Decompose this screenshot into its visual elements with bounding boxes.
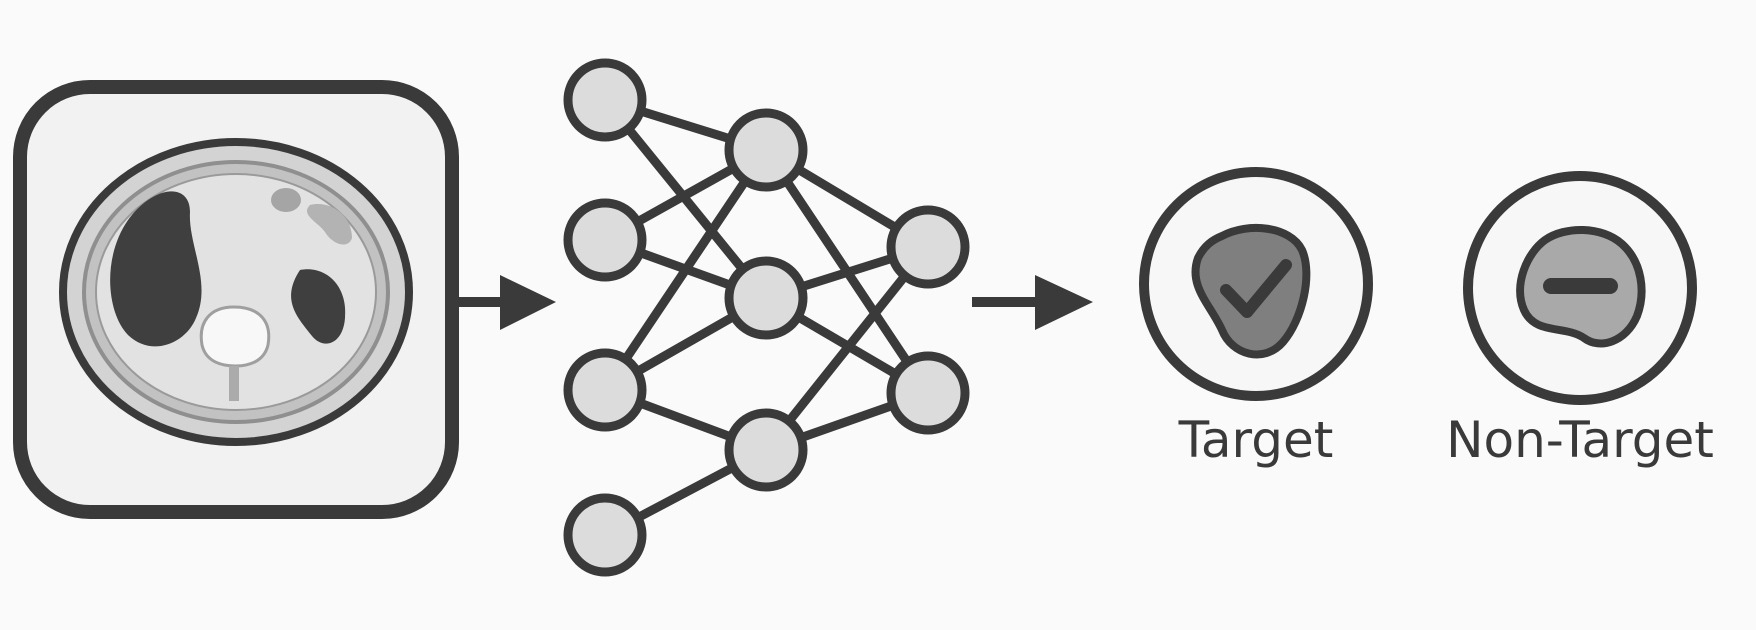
network-nodes — [563, 58, 970, 577]
network-node — [724, 408, 808, 492]
network-node — [563, 58, 647, 142]
network-node — [724, 256, 808, 340]
small-organ-1 — [271, 188, 301, 212]
spine-vertebra — [199, 305, 271, 368]
ct-scan-icon — [13, 80, 459, 519]
small-organ-2 — [307, 204, 352, 245]
target-label: Target — [1178, 411, 1334, 469]
network-node — [563, 198, 647, 282]
target-lesion — [1191, 223, 1311, 359]
network-node — [563, 493, 647, 577]
check-icon — [1220, 259, 1292, 318]
network-node — [886, 351, 970, 435]
non-target-output-icon — [1463, 171, 1697, 405]
target-output-icon — [1139, 167, 1373, 401]
network-node — [724, 108, 808, 192]
non-target-label: Non-Target — [1446, 411, 1714, 469]
arrow-right-icon — [972, 275, 1093, 330]
minus-icon — [1543, 278, 1618, 294]
network-node — [886, 205, 970, 289]
spine-process — [229, 366, 239, 401]
neural-network-icon — [563, 58, 970, 577]
left-lung — [110, 191, 202, 347]
right-organ — [291, 269, 346, 344]
arrow-right-icon — [455, 275, 556, 330]
network-node — [563, 348, 647, 432]
